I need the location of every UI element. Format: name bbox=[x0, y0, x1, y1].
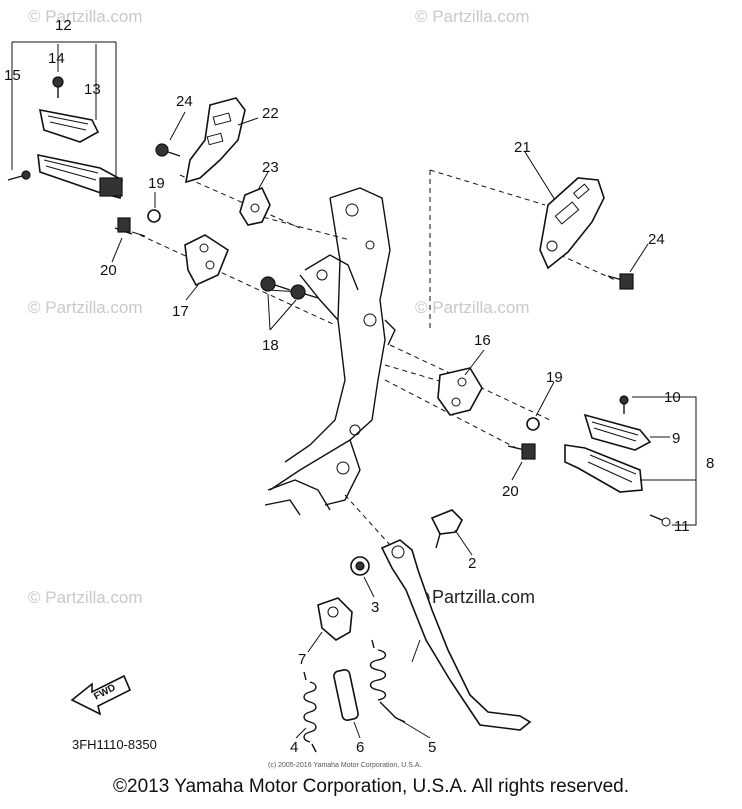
callout-24-right: 24 bbox=[648, 231, 665, 248]
watermark-top-left: © Partzilla.com bbox=[28, 7, 143, 26]
callout-6: 6 bbox=[356, 739, 364, 756]
callout-15: 15 bbox=[4, 67, 21, 84]
callout-10: 10 bbox=[664, 389, 681, 406]
bolt-20-right bbox=[507, 443, 536, 460]
bracket-16 bbox=[437, 367, 483, 416]
left-footrest-assembly bbox=[7, 41, 123, 200]
frame-hole-4 bbox=[363, 313, 377, 327]
plate-22 bbox=[184, 97, 246, 184]
callout-23: 23 bbox=[262, 159, 279, 176]
callout-20-right: 20 bbox=[502, 483, 519, 500]
callout-8: 8 bbox=[706, 455, 714, 472]
callout-20-left: 20 bbox=[100, 262, 117, 279]
fwd-arrow-icon: FWD bbox=[70, 674, 132, 716]
nut-3 bbox=[350, 556, 370, 576]
frame-hole-1 bbox=[345, 203, 359, 217]
callout-21: 21 bbox=[514, 139, 531, 156]
callout-9: 9 bbox=[672, 430, 680, 447]
footrest-pivot bbox=[99, 177, 123, 197]
pin-10 bbox=[619, 395, 629, 405]
callout-5: 5 bbox=[428, 739, 436, 756]
bolt-24-right bbox=[607, 273, 634, 290]
washer-19-left bbox=[147, 209, 161, 223]
footrest-rubber-9 bbox=[583, 413, 652, 451]
callout-16: 16 bbox=[474, 332, 491, 349]
bracket-17 bbox=[184, 234, 229, 287]
callout-14: 14 bbox=[48, 50, 65, 67]
bolt-20-head bbox=[117, 217, 131, 233]
callout-19-left: 19 bbox=[148, 175, 165, 192]
sleeve-6 bbox=[333, 669, 359, 721]
right-footrest-assembly bbox=[564, 395, 697, 527]
copyright-footer: ©2013 Yamaha Motor Corporation, U.S.A. A… bbox=[113, 776, 629, 797]
diagram-code: 3FH1110-8350 bbox=[72, 737, 157, 752]
watermarks: © Partzilla.com © Partzilla.com © Partzi… bbox=[28, 7, 535, 607]
callout-4: 4 bbox=[290, 739, 298, 756]
plate-21 bbox=[539, 177, 605, 270]
bracket-23 bbox=[239, 186, 271, 226]
callout-13: 13 bbox=[84, 81, 101, 98]
sidestand bbox=[380, 539, 532, 731]
small-copyright: (c) 2005-2016 Yamaha Motor Corporation, … bbox=[268, 762, 421, 769]
callout-19-right: 19 bbox=[546, 369, 563, 386]
watermark-top-right: © Partzilla.com bbox=[415, 7, 530, 26]
clip-11 bbox=[661, 517, 671, 527]
callout-leaders bbox=[111, 111, 649, 739]
bolt-20-left bbox=[114, 217, 146, 237]
callout-11: 11 bbox=[674, 518, 690, 535]
bracket-7 bbox=[317, 597, 353, 641]
watermark-center: Partzilla.com bbox=[432, 587, 535, 607]
spring-5 bbox=[369, 639, 406, 723]
bolt-2 bbox=[430, 509, 463, 549]
bolts-18 bbox=[260, 276, 319, 300]
frame-hole-3 bbox=[316, 269, 328, 281]
frame-section bbox=[264, 187, 396, 516]
callout-18: 18 bbox=[262, 337, 279, 354]
callout-7: 7 bbox=[298, 651, 306, 668]
pin-15 bbox=[21, 170, 31, 180]
callout-24-upper: 24 bbox=[176, 93, 193, 110]
watermark-mid-left: © Partzilla.com bbox=[28, 298, 143, 317]
frame-hole-5 bbox=[349, 424, 361, 436]
callout-17: 17 bbox=[172, 303, 189, 320]
callout-2: 2 bbox=[468, 555, 476, 572]
callouts: 12 14 13 15 24 22 23 19 20 17 18 21 24 1… bbox=[4, 17, 714, 756]
callout-12: 12 bbox=[55, 17, 72, 34]
frame-hole-6 bbox=[336, 461, 350, 475]
watermark-bottom-left: © Partzilla.com bbox=[28, 588, 143, 607]
washer-19-right bbox=[526, 417, 540, 431]
bolt-14 bbox=[52, 76, 64, 88]
spring-4 bbox=[303, 671, 317, 753]
bolt-24-left bbox=[155, 143, 181, 157]
watermark-mid-right: © Partzilla.com bbox=[415, 298, 530, 317]
frame-hole-2 bbox=[365, 240, 375, 250]
callout-22: 22 bbox=[262, 105, 279, 122]
callout-3: 3 bbox=[371, 599, 379, 616]
